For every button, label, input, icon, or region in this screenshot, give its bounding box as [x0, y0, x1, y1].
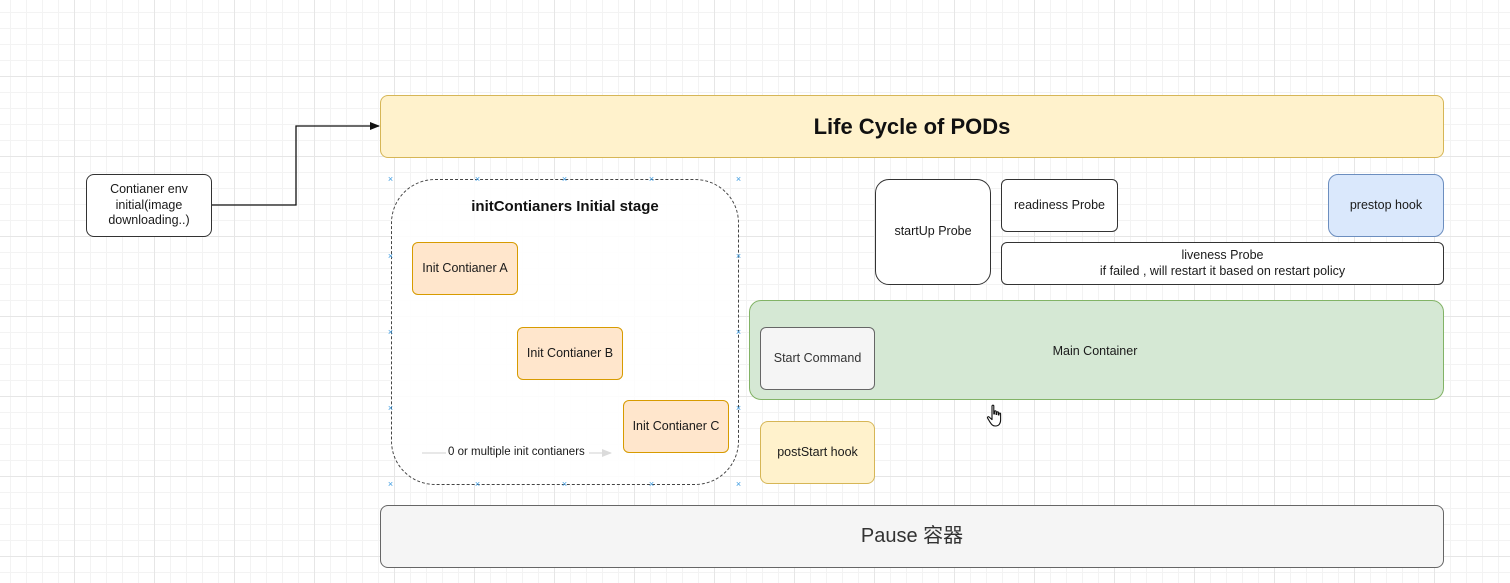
selection-handle-icon[interactable]: ×: [735, 479, 742, 489]
selection-handle-icon[interactable]: ×: [648, 174, 655, 184]
env-to-title-arrow[interactable]: [212, 122, 380, 206]
pause-container[interactable]: Pause 容器: [380, 505, 1444, 568]
selection-handle-icon[interactable]: ×: [735, 403, 742, 413]
pod-lifecycle-title[interactable]: Life Cycle of PODs: [380, 95, 1444, 158]
selection-handle-icon[interactable]: ×: [648, 479, 655, 489]
prestop-hook[interactable]: prestop hook: [1328, 174, 1444, 237]
hand-pointer-icon: [986, 404, 1002, 427]
selection-handle-icon[interactable]: ×: [387, 174, 394, 184]
selection-handle-icon[interactable]: ×: [387, 251, 394, 261]
init-container-c[interactable]: Init Contianer C: [623, 400, 729, 453]
selection-handle-icon[interactable]: ×: [387, 403, 394, 413]
selection-handle-icon[interactable]: ×: [735, 251, 742, 261]
selection-handle-icon[interactable]: ×: [387, 327, 394, 337]
selection-handle-icon[interactable]: ×: [474, 174, 481, 184]
readiness-probe[interactable]: readiness Probe: [1001, 179, 1118, 232]
init-container-b[interactable]: Init Contianer B: [517, 327, 623, 380]
startup-probe[interactable]: startUp Probe: [875, 179, 991, 285]
init-container-a[interactable]: Init Contianer A: [412, 242, 518, 295]
selection-handle-icon[interactable]: ×: [561, 174, 568, 184]
init-stage-title: initContianers Initial stage: [471, 198, 659, 215]
init-order-edge-label: 0 or multiple init contianers: [448, 446, 585, 458]
selection-handle-icon[interactable]: ×: [474, 479, 481, 489]
selection-handle-icon[interactable]: ×: [735, 327, 742, 337]
selection-handle-icon[interactable]: ×: [735, 174, 742, 184]
selection-handle-icon[interactable]: ×: [387, 479, 394, 489]
main-container-label: Main Container: [1052, 344, 1138, 358]
start-command[interactable]: Start Command: [760, 327, 875, 390]
container-env-init-node[interactable]: Contianer env initial(image downloading.…: [86, 174, 212, 237]
liveness-probe[interactable]: liveness Probe if failed , will restart …: [1001, 242, 1444, 285]
selection-handle-icon[interactable]: ×: [561, 479, 568, 489]
poststart-hook[interactable]: postStart hook: [760, 421, 875, 484]
